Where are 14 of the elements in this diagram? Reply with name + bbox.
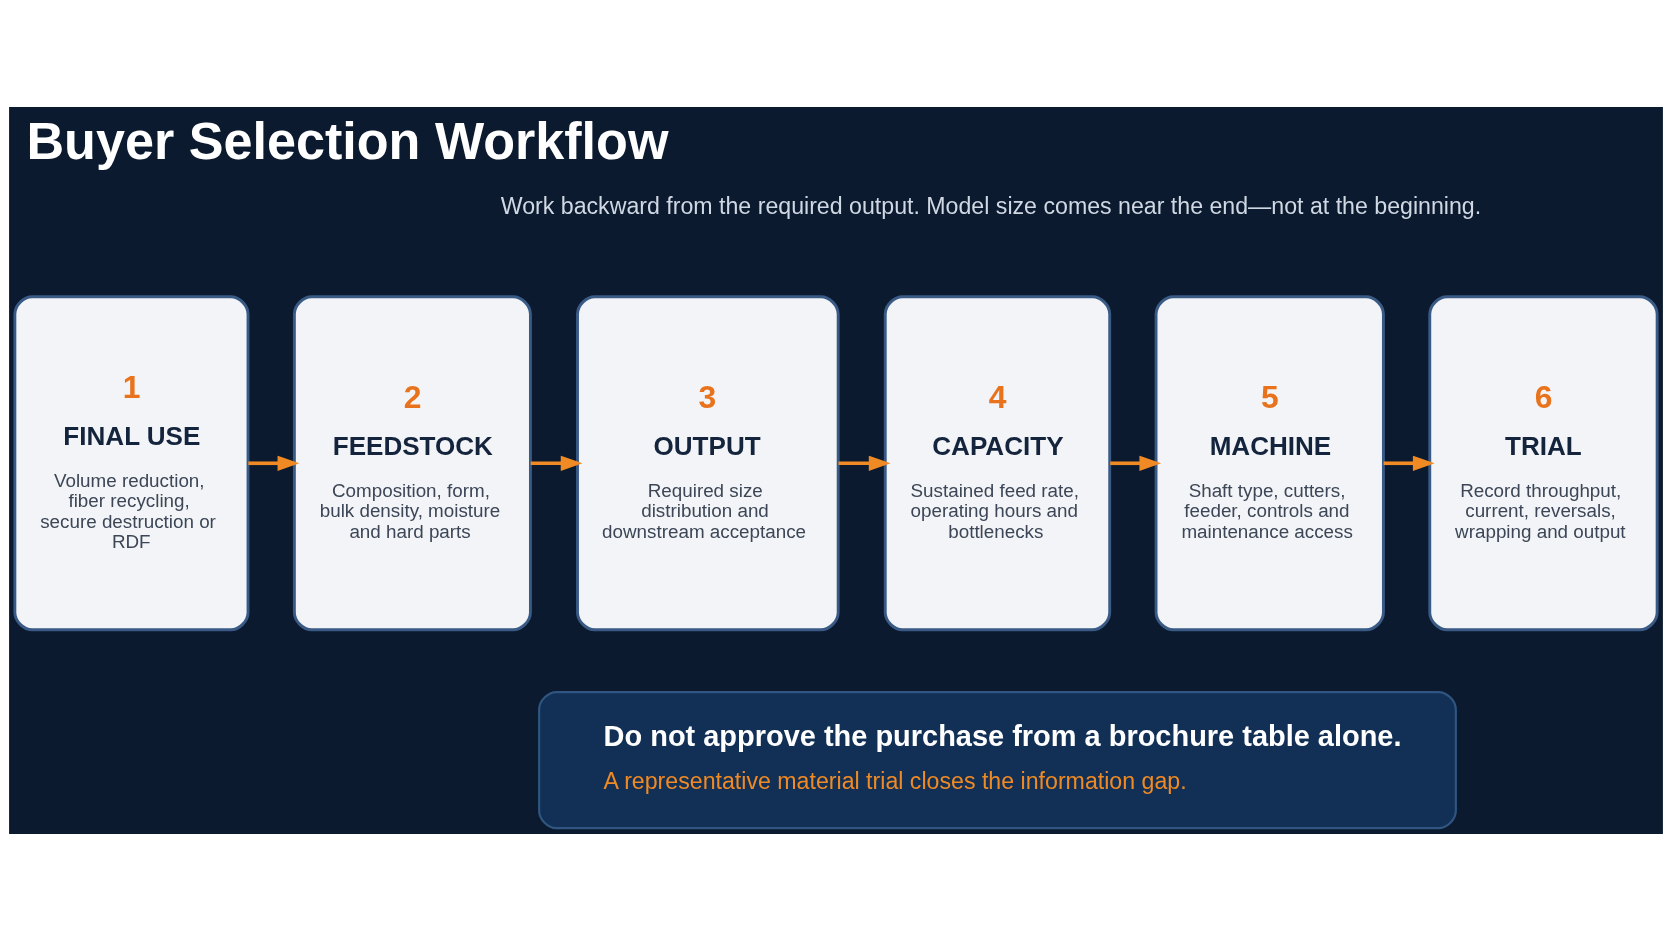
diagram-title: Buyer Selection Workflow <box>26 111 669 170</box>
node-box: 6 TRIAL Record throughput, current, reversals, wrapping and output <box>1428 295 1659 632</box>
arrow <box>248 455 300 471</box>
node-box: 4 CAPACITY Sustained feed rate, operating hours and bottlenecks <box>883 295 1112 632</box>
arrow <box>838 455 891 471</box>
node-box: 3 OUTPUT Required size distribution and downstream acceptance <box>576 295 840 632</box>
node-box: 2 FEEDSTOCK Composition, form, bulk density, moisture and hard parts <box>292 295 532 632</box>
label: Work backward from the required output. Model size comes near the end—not at the beginning. <box>500 192 1482 219</box>
arrow <box>1110 455 1162 471</box>
node-box: 5 MACHINE Shaft type, cutters, feeder, controls and maintenance access <box>1154 295 1385 632</box>
node-box: Do not approve the purchase from a brochure table alone. A representative material trial closes the information gap. <box>538 691 1457 830</box>
arrow <box>1383 455 1435 471</box>
arrow <box>530 455 583 471</box>
node-box: 1 FINAL USE Volume reduction, fiber recycling, secure destruction or RDF <box>13 295 250 632</box>
